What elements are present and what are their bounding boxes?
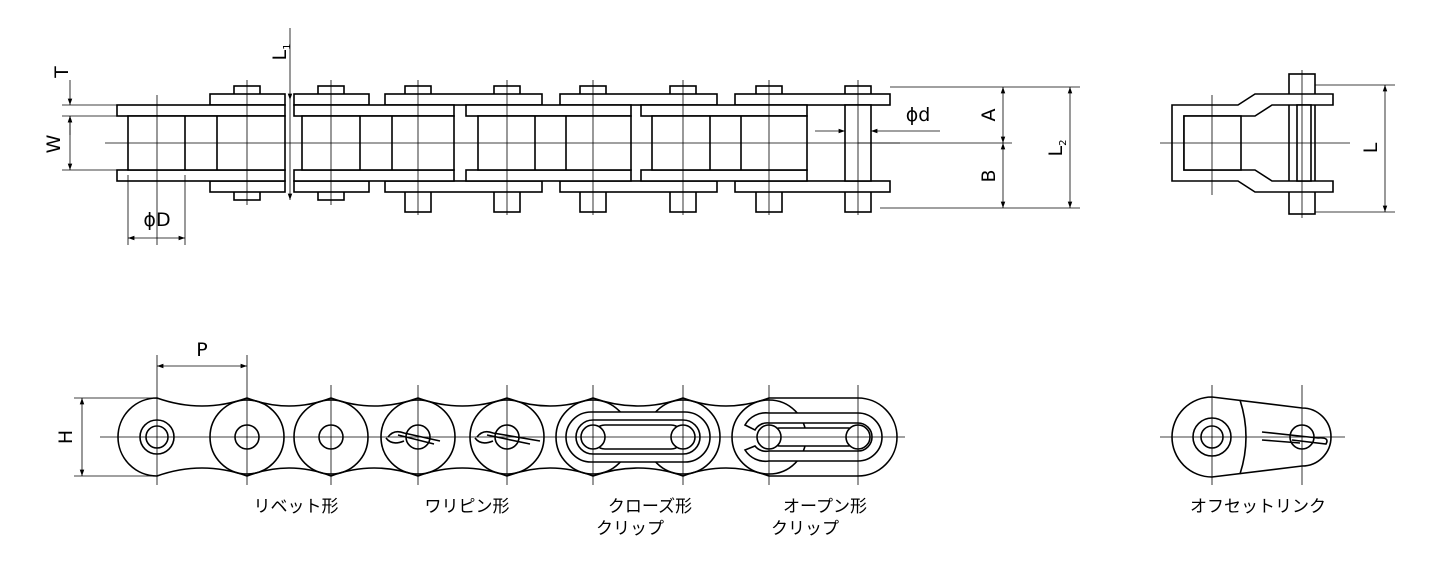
dimension-L2-label: L2 [1045, 140, 1069, 157]
captions: リベット形 ワリピン形 クローズ形 クリップ オープン形 クリップ オフセットリ… [254, 497, 1327, 539]
dimension-phiD-label: ϕD [143, 209, 170, 231]
dimension-A-label: A [978, 109, 1000, 122]
caption-closed-clip-1: クローズ形 [608, 497, 692, 517]
caption-rivet: リベット形 [254, 497, 339, 517]
offset-link-side-view [1160, 385, 1345, 485]
caption-closed-clip-2: クリップ [596, 519, 664, 539]
caption-open-clip-2: クリップ [771, 519, 839, 539]
dimension-phiD: ϕD [127, 175, 186, 245]
dimension-P-label: P [196, 339, 207, 361]
dimension-phid-label: ϕd [906, 104, 931, 126]
dimension-W-label: W [43, 134, 65, 153]
dimension-phid: ϕd [815, 104, 940, 134]
inner-plates [116, 104, 808, 182]
caption-offset-link: オフセットリンク [1190, 497, 1326, 517]
pin-heads-bottom [233, 189, 872, 213]
caption-cotter: ワリピン形 [425, 497, 510, 517]
caption-open-clip-1: オープン形 [783, 497, 867, 517]
dimension-L1-label: L1 [269, 44, 293, 61]
dimension-L-label: L [1360, 142, 1382, 153]
dimension-T: T [51, 66, 117, 135]
dimension-L1: L1 [269, 28, 293, 200]
dimension-A-B: A B [858, 86, 1012, 209]
dimension-H-label: H [55, 430, 77, 444]
dimension-W: W [43, 116, 117, 171]
dimension-L2: L2 [1012, 86, 1080, 209]
top-view-centerlines [105, 80, 900, 245]
dimension-T-label: T [51, 66, 73, 79]
top-view: T W ϕD L1 ϕd [43, 28, 1080, 245]
dimension-B-label: B [978, 169, 1000, 182]
side-view: P H [55, 339, 905, 485]
offset-link-top-view: L [1160, 70, 1395, 218]
